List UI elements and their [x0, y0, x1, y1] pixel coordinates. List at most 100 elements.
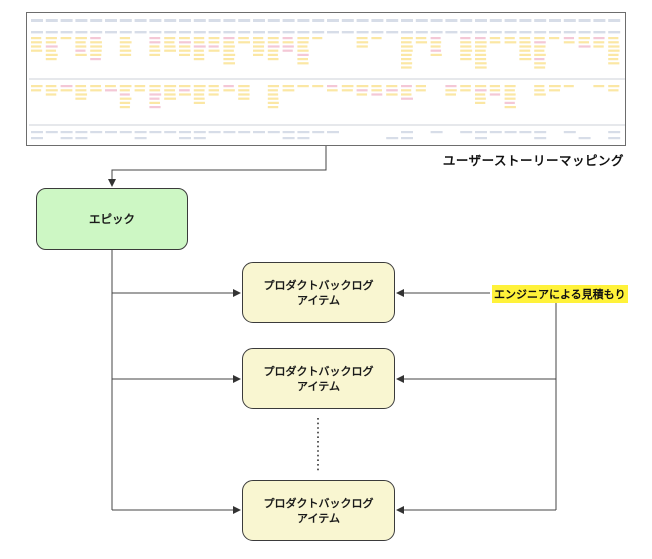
map-task-card [105, 31, 117, 34]
map-story-card [267, 53, 278, 56]
map-story-card [149, 131, 162, 134]
map-story-card [179, 45, 191, 48]
map-story-card [401, 45, 413, 48]
map-activity-card [105, 19, 117, 22]
map-story-card [593, 41, 605, 44]
map-activity-card [193, 19, 206, 22]
map-story-card [45, 85, 57, 88]
map-story-card [60, 89, 73, 92]
map-story-card [415, 41, 428, 44]
map-task-card [60, 31, 73, 34]
map-story-card [193, 37, 205, 40]
map-story-card [193, 53, 205, 56]
map-story-card [267, 41, 279, 44]
map-story-card [90, 85, 101, 88]
map-story-card [297, 41, 309, 44]
map-story-card [430, 45, 441, 48]
map-story-card [208, 45, 219, 48]
map-story-card [208, 85, 219, 88]
map-story-card [356, 41, 369, 44]
map-story-card [75, 53, 87, 56]
map-task-card [253, 31, 265, 34]
map-story-card [238, 97, 250, 100]
map-story-card [282, 37, 293, 40]
map-story-card [208, 131, 221, 134]
map-story-card [430, 49, 442, 52]
map-story-card [519, 58, 532, 61]
map-story-card [149, 37, 161, 40]
map-activity-card [149, 19, 162, 22]
backlog-item-node: プロダクトバックログ アイテム [242, 348, 395, 409]
map-story-card [193, 49, 204, 52]
map-story-card [475, 45, 487, 48]
map-story-card [45, 45, 58, 48]
map-story-card [179, 93, 191, 96]
map-story-card [119, 97, 132, 100]
map-story-card [608, 53, 619, 56]
map-story-card [75, 137, 88, 140]
map-story-card [75, 41, 86, 44]
backlog-item-node: プロダクトバックログ アイテム [242, 262, 395, 323]
map-story-card [119, 53, 132, 56]
map-activity-card [75, 19, 88, 22]
map-story-card [282, 41, 294, 44]
map-story-card [267, 93, 279, 96]
map-story-card [31, 131, 43, 134]
map-story-card [119, 106, 130, 109]
map-activity-card [119, 19, 132, 22]
map-story-card [401, 89, 412, 92]
map-story-card [208, 89, 220, 92]
map-activity-card [475, 19, 487, 22]
map-story-card [327, 131, 339, 134]
map-story-card [563, 131, 576, 134]
map-story-card [267, 85, 280, 88]
map-story-card [75, 45, 87, 48]
map-story-card [238, 131, 251, 134]
map-story-card [489, 41, 501, 44]
map-story-card [164, 89, 176, 92]
map-story-card [75, 49, 86, 52]
map-story-card [504, 85, 516, 88]
map-activity-card [371, 19, 384, 22]
map-story-card [75, 37, 87, 40]
map-story-card [164, 45, 176, 48]
map-story-card [134, 131, 147, 134]
map-story-card [475, 62, 487, 65]
map-story-card [519, 53, 531, 56]
map-task-card [534, 31, 547, 34]
map-story-card [238, 89, 250, 92]
map-story-card [282, 49, 293, 52]
map-story-card [179, 37, 190, 40]
epic-label: エピック [89, 211, 135, 226]
map-story-card [223, 45, 235, 48]
map-story-card [297, 58, 308, 61]
map-story-card [105, 131, 117, 134]
map-story-card [90, 37, 101, 40]
map-story-card [415, 37, 427, 40]
map-activity-card [415, 19, 428, 22]
map-story-card [31, 41, 42, 44]
map-task-card [90, 31, 103, 34]
map-story-card [193, 85, 206, 88]
map-story-card [164, 41, 175, 44]
map-story-card [401, 58, 412, 61]
map-story-card [593, 37, 605, 40]
map-story-card [608, 89, 619, 92]
map-story-card [608, 85, 620, 88]
map-task-card [341, 31, 354, 34]
map-task-card [475, 31, 487, 34]
map-story-card [193, 41, 205, 44]
map-story-card [179, 49, 191, 52]
map-story-card [534, 137, 547, 140]
map-story-card [297, 131, 310, 134]
map-story-card [534, 58, 545, 61]
map-story-card [356, 37, 368, 40]
map-story-card [208, 49, 220, 52]
map-story-card [208, 93, 219, 96]
map-task-card [593, 31, 606, 34]
map-activity-card [460, 19, 473, 22]
map-story-card [593, 85, 605, 88]
map-story-card [489, 89, 501, 92]
map-task-card [519, 31, 532, 34]
map-story-card [297, 37, 310, 40]
